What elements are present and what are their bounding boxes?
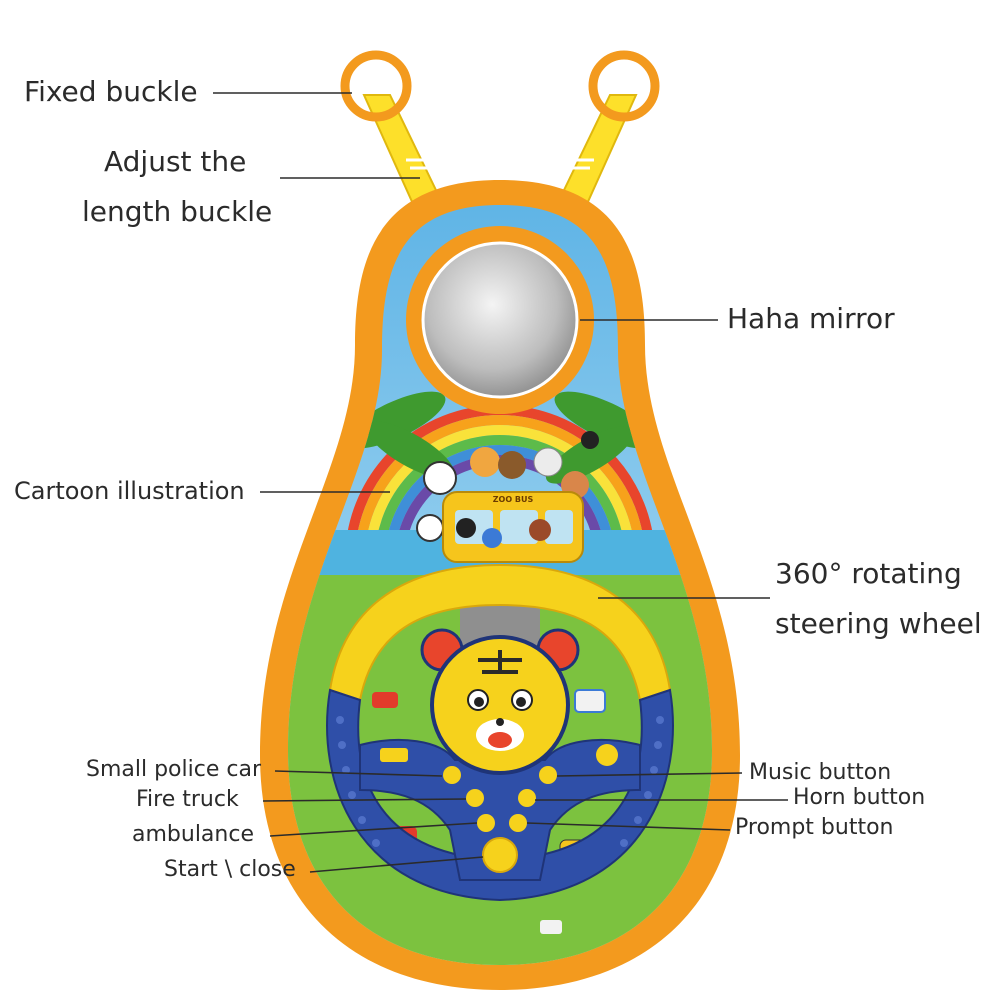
label-horn-button: Horn button <box>793 785 926 810</box>
bus-sign: ZOO BUS <box>493 495 534 504</box>
label-fixed-buckle: Fixed buckle <box>24 75 198 108</box>
label-steering-line1: 360° rotating <box>775 557 962 590</box>
fixed-buckle-left-ring <box>340 50 412 122</box>
haha-mirror <box>406 226 594 414</box>
tiger-face <box>420 628 580 775</box>
label-start-close: Start \ close <box>164 857 296 882</box>
label-ambulance: ambulance <box>132 822 254 847</box>
wheel-buttons <box>380 744 618 873</box>
label-prompt-button: Prompt button <box>735 815 894 840</box>
leader-music <box>556 772 743 777</box>
label-adjust-line1: Adjust the <box>104 145 247 178</box>
leader-lines <box>213 92 788 873</box>
leader-start <box>309 856 484 873</box>
label-music-button: Music button <box>749 760 892 785</box>
label-small-police-car: Small police car <box>86 757 261 782</box>
fixed-buckle-right-ring <box>588 50 660 122</box>
zoo-animals <box>416 431 599 542</box>
leader-police <box>274 770 443 777</box>
label-steering-line2: steering wheel <box>775 607 982 640</box>
leader-ambulance <box>269 822 478 837</box>
label-cartoon-illustration: Cartoon illustration <box>14 477 245 505</box>
label-adjust-line2: length buckle <box>82 195 273 228</box>
leader-prompt <box>526 822 731 831</box>
label-fire-truck: Fire truck <box>136 787 239 812</box>
zoo-bus <box>442 491 584 563</box>
leader-fire <box>262 798 467 802</box>
label-haha-mirror: Haha mirror <box>727 302 895 335</box>
